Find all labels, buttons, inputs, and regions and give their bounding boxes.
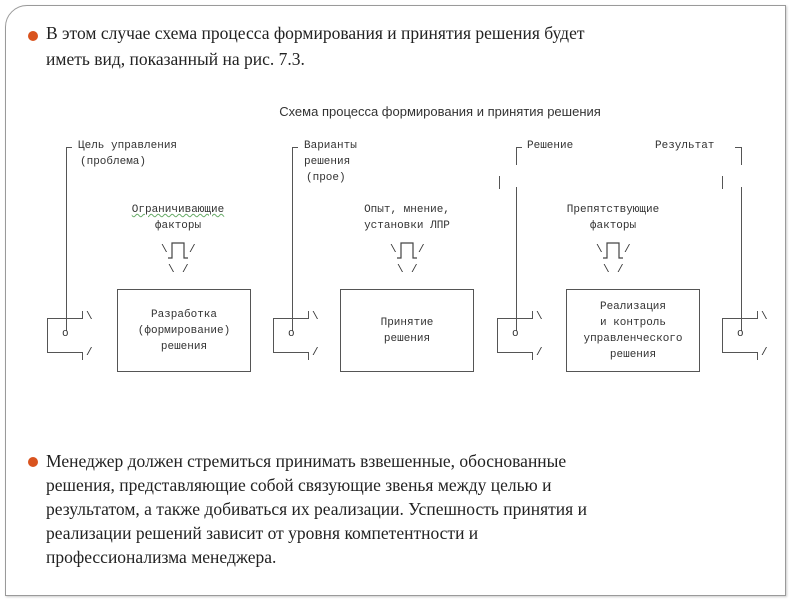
connector-line: [66, 147, 72, 148]
box-text: Реализация и контроль управленческого решен…: [583, 299, 682, 363]
goal-text: (проблема): [80, 156, 147, 168]
connector-line: [292, 147, 293, 331]
connector-line: [516, 147, 517, 165]
variants-text: Варианты: [304, 140, 357, 152]
intro-line: иметь вид, показанный на рис. 7.3.: [46, 49, 305, 69]
box-line: и контроль: [599, 316, 666, 329]
switch-symbol: \/ o: [497, 311, 543, 361]
variants-text: (прое): [306, 172, 346, 184]
conclusion-line: профессионализма менеджера.: [46, 547, 277, 567]
box-text: Разработка (формирование) решения: [138, 307, 230, 355]
connector-line: [735, 147, 741, 148]
intro-paragraph: В этом случае схема процесса формировани…: [46, 21, 585, 71]
factor-text: факторы: [154, 220, 202, 232]
connector-line: [292, 147, 298, 148]
conclusion-line: Менеджер должен стремиться принимать взв…: [46, 451, 567, 471]
box-line: решения: [609, 348, 657, 361]
factor-label: Препятствующие факторы: [533, 202, 693, 234]
factor-text: Опыт, мнение,: [364, 204, 450, 216]
connector-line: [499, 176, 500, 189]
slide-frame: [5, 5, 786, 596]
diagram-title: Схема процесса формирования и принятия р…: [279, 104, 601, 119]
box-line: Принятие: [380, 316, 434, 329]
factor-label: Опыт, мнение, установки ЛПР: [327, 202, 487, 234]
box-line: (формирование): [137, 324, 231, 337]
box-line: Реализация: [599, 300, 666, 313]
down-arrow-icon: \/ \/: [390, 242, 425, 276]
variants-text: решения: [304, 156, 351, 168]
process-box-implementation: Реализация и контроль управленческого решен…: [566, 289, 700, 372]
switch-label: o: [62, 328, 69, 340]
conclusion-line: решения, представляющие собой связующие …: [46, 475, 552, 495]
connector-line: [741, 187, 742, 331]
switch-label: o: [512, 328, 519, 340]
box-text: Принятие решения: [381, 315, 434, 347]
factor-text: факторы: [589, 220, 637, 232]
goal-text: Цель управления: [78, 140, 178, 152]
goal-label: Цель управления (проблема): [78, 138, 177, 170]
box-line: Разработка: [150, 308, 217, 321]
switch-symbol: \/ o: [47, 311, 93, 361]
connector-line: [516, 147, 522, 148]
decision-label: Решение: [527, 140, 574, 152]
box-line: решения: [383, 332, 431, 345]
bullet-icon: [28, 31, 38, 41]
bullet-icon: [28, 457, 38, 467]
connector-line: [66, 147, 67, 331]
down-arrow-icon: \/ \/: [596, 242, 631, 276]
switch-symbol: \/ o: [722, 311, 768, 361]
connector-line: [741, 147, 742, 165]
factor-label: Ограничивающие факторы: [98, 202, 258, 234]
process-box-development: Разработка (формирование) решения: [117, 289, 251, 372]
switch-label: o: [288, 328, 295, 340]
conclusion-line: результатом, а также добиваться их реали…: [46, 499, 587, 519]
down-arrow-icon: \/ \/: [161, 242, 196, 276]
factor-text: установки ЛПР: [364, 220, 450, 232]
result-label: Результат: [655, 140, 715, 152]
conclusion-paragraph: Менеджер должен стремиться принимать взв…: [46, 449, 587, 569]
factor-text: Препятствующие: [566, 204, 660, 216]
connector-line: [722, 176, 723, 189]
connector-line: [516, 187, 517, 331]
intro-line: В этом случае схема процесса формировани…: [46, 23, 585, 43]
switch-label: o: [737, 328, 744, 340]
variants-label: Варианты решения (прое): [304, 138, 357, 186]
factor-text: Ограничивающие: [131, 204, 225, 216]
box-line: управленческого: [583, 332, 683, 345]
box-line: решения: [160, 340, 208, 353]
switch-symbol: \/ o: [273, 311, 319, 361]
conclusion-line: реализации решений зависит от уровня ком…: [46, 523, 479, 543]
process-box-adoption: Принятие решения: [340, 289, 474, 372]
